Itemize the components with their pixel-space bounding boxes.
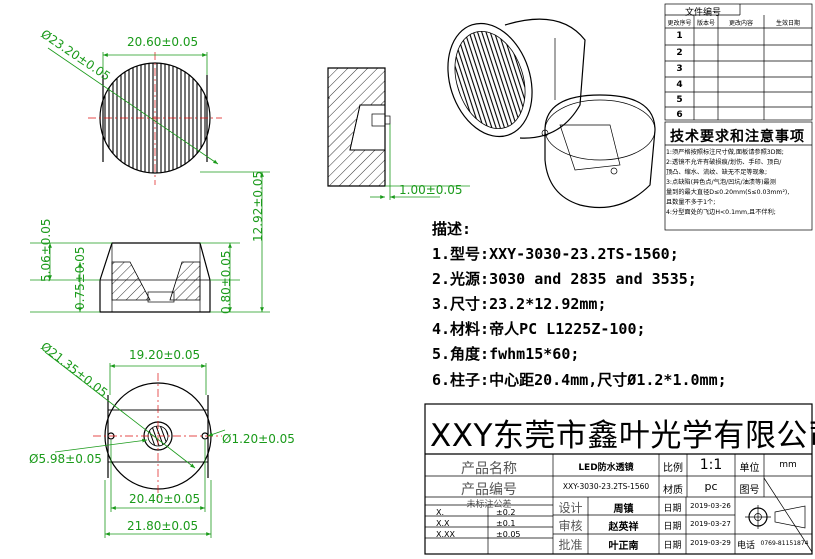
front-height-total-label: 12.92±0.05 xyxy=(251,171,265,242)
pin-diameter-label: Ø1.20±0.05 xyxy=(222,432,295,446)
title-block-grid xyxy=(424,403,813,555)
approve-date: 2019-03-29 xyxy=(690,539,731,547)
approve-date-label: 日期 xyxy=(663,541,682,551)
tolerance-val-2: ±0.1 xyxy=(496,519,516,528)
unit-value: mm xyxy=(779,460,797,470)
revision-row-5: 5 xyxy=(676,95,683,105)
material-label: 材质 xyxy=(663,485,683,496)
material-value: pc xyxy=(704,480,718,493)
revision-row-3: 3 xyxy=(676,64,683,74)
drawing-no-label: 图号 xyxy=(739,485,760,496)
review-date-label: 日期 xyxy=(663,522,682,532)
description-line-model: 1.型号:XXY-3030-23.2TS-1560; xyxy=(432,245,679,263)
tolerance-fmt-3: X.XX xyxy=(436,530,455,539)
tech-item: 且数量不多于1个; xyxy=(666,199,716,206)
revision-header-change-no: 更改序号 xyxy=(667,20,692,27)
description-line-angle: 5.角度:fwhm15*60; xyxy=(432,345,580,363)
top-width-label: 20.60±0.05 xyxy=(127,35,198,49)
designer-name: 周镇 xyxy=(613,504,634,515)
front-section-view: 5.06±0.05 0.75±0.05 0.80±0.05 12.92±0.05 xyxy=(30,171,270,314)
design-label: 设计 xyxy=(558,501,583,515)
revision-header-date: 生效日期 xyxy=(775,20,800,27)
review-date: 2019-03-27 xyxy=(690,520,731,528)
tolerance-fmt-2: X.X xyxy=(436,519,450,528)
iso-view-bottom xyxy=(541,94,656,209)
center-diameter-label: Ø5.98±0.05 xyxy=(29,452,102,466)
revision-header-version: 版本号 xyxy=(696,20,715,27)
front-height-left-label: 5.06±0.05 xyxy=(39,219,53,283)
tolerance-val-3: ±0.05 xyxy=(496,530,521,539)
phone-number: 0769-81151874 xyxy=(760,540,809,547)
tech-item: 顶凸、缩水、流纹、缺无不足等现象; xyxy=(666,169,768,176)
revision-row-2: 2 xyxy=(676,48,683,58)
revision-table-title: 文件编号 xyxy=(684,8,721,18)
front-step-left-label: 0.75±0.05 xyxy=(73,247,87,311)
product-name-label: 产品名称 xyxy=(461,461,517,477)
phone-label: 电话 xyxy=(736,541,755,551)
product-code: XXY-3030-23.2TS-1560 xyxy=(562,482,650,491)
tech-item: 2:透镜不允许有破损痕/划伤、手印、顶白/ xyxy=(666,159,782,166)
description-title: 描述: xyxy=(432,220,472,238)
product-code-label: 产品编号 xyxy=(461,482,517,498)
iso-view-top xyxy=(447,18,586,139)
description-line-pins: 6.柱子:中心距20.4mm,尺寸Ø1.2*1.0mm; xyxy=(432,371,727,389)
tolerance-fmt-1: X. xyxy=(436,508,445,517)
front-step-right-label: 0.80±0.05 xyxy=(219,251,233,315)
revision-row-1: 1 xyxy=(676,31,683,41)
top-view: 20.60±0.05 Ø23.20±0.05 xyxy=(38,27,222,185)
review-label: 审核 xyxy=(558,519,583,533)
tech-item: 1:须严格按照标注尺寸做,面板请参照3D图; xyxy=(666,149,784,156)
tech-requirements-title: 技术要求和注意事项 xyxy=(670,129,805,145)
design-date-label: 日期 xyxy=(663,504,682,514)
ratio-label: 比例 xyxy=(663,463,683,474)
reviewer-name: 赵英祥 xyxy=(608,522,639,533)
product-name: LED防水透镜 xyxy=(578,463,634,473)
ratio-value: 1:1 xyxy=(699,457,723,473)
description-line-material: 4.材料:帝人PC L1225Z-100; xyxy=(432,320,646,338)
design-date: 2019-03-26 xyxy=(690,502,731,510)
revision-row-4: 4 xyxy=(676,80,683,90)
bottom-diameter-label: Ø21.35±0.05 xyxy=(38,339,110,400)
company-name: XXY东莞市鑫叶光学有限公司 xyxy=(430,418,815,454)
side-offset-label: 1.00±0.05 xyxy=(399,183,463,197)
description-line-size: 3.尺寸:23.2*12.92mm; xyxy=(432,295,607,313)
revision-header-content: 更改内容 xyxy=(728,20,753,27)
side-section-view: 1.00±0.05 xyxy=(327,67,470,200)
revision-table-grid xyxy=(664,3,813,231)
bottom-width-top-label: 19.20±0.05 xyxy=(129,348,200,362)
top-diameter-label: Ø23.20±0.05 xyxy=(38,27,113,84)
unit-label: 单位 xyxy=(739,463,760,474)
approver-name: 叶正南 xyxy=(608,541,639,552)
bottom-width-total-label: 21.80±0.05 xyxy=(127,519,198,533)
revision-row-6: 6 xyxy=(676,110,683,120)
tolerance-title: 未标注公差 xyxy=(466,500,512,510)
description-line-light-source: 2.光源:3030 and 2835 and 3535; xyxy=(432,270,697,288)
approve-label: 批准 xyxy=(558,538,583,552)
tech-item: 4:分型面处的飞边H<0.1mm,且不伴利; xyxy=(666,209,776,216)
tech-item: 量到的最大直径D≤0.20mm(S≤0.03mm²), xyxy=(666,189,790,196)
tolerance-val-1: ±0.2 xyxy=(496,508,516,517)
bottom-view: 19.20±0.05 20.40±0.05 21.80±0.05 Ø21.35±… xyxy=(29,339,295,538)
bottom-width-pins-label: 20.40±0.05 xyxy=(129,492,200,506)
tech-item: 3:点缺陷(异色点/气泡/凹坑/油渍等)最测 xyxy=(666,179,776,186)
